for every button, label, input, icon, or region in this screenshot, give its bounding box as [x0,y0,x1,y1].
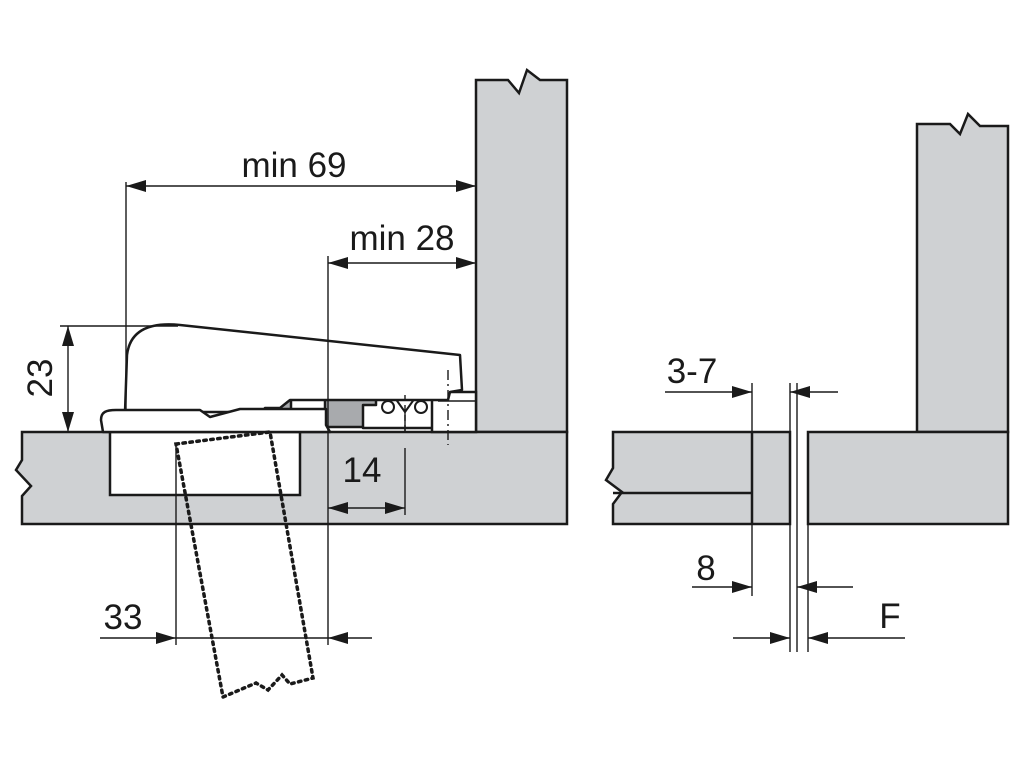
dimension-f: F [733,524,905,652]
door-swing-outline [173,430,316,700]
dimension-min-28: min 28 [327,219,476,525]
dimension-min-69-label: min 69 [241,146,346,185]
right-view: 3-7 8 F [604,111,1010,652]
dimension-8: 8 [692,383,853,652]
dimension-14-label: 14 [343,451,382,490]
cabinet-side-panel [474,67,569,434]
dimension-8-label: 8 [696,549,715,588]
hinge-cup [99,407,332,434]
dimension-3-7: 3-7 [665,352,838,432]
right-side-panel [806,430,1010,526]
dimension-min-28-label: min 28 [349,219,454,258]
dimension-3-7-label: 3-7 [667,352,718,391]
dimension-23-label: 23 [21,359,60,398]
right-door-panel [604,430,792,526]
left-view: min 69 min 28 23 14 [14,67,569,700]
dimension-23: 23 [21,325,178,432]
dimension-14: 14 [328,412,406,515]
dimension-33: 33 [100,444,372,645]
dimension-33-label: 33 [104,598,143,637]
right-cabinet-side-panel [915,111,1010,434]
hinge-arm [123,323,464,414]
dimension-f-label: F [879,597,900,636]
cup-bore [108,430,302,497]
dimension-min-69: min 69 [125,146,476,410]
